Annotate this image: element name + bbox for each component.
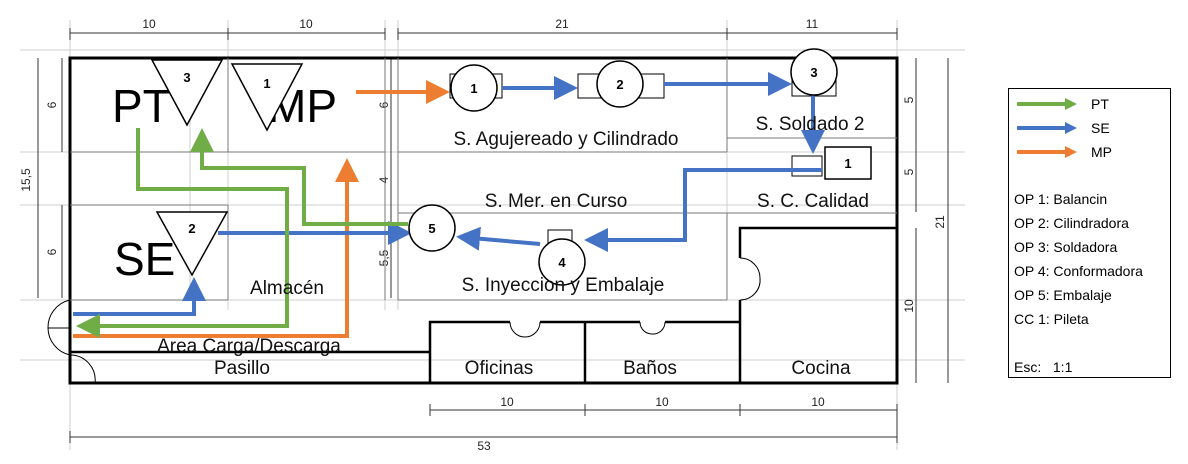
dim-bottom-total: 53 (477, 439, 491, 453)
dim-mid-4: 4 (377, 176, 391, 183)
storage-se-number: 2 (188, 221, 195, 236)
legend-item: OP 5: Embalaje (1014, 287, 1112, 303)
room-mer-curso: S. Mer. en Curso (485, 191, 628, 212)
floor-plan: 10 10 21 11 15,5 6 6 6 4 5,5 5 5 10 21 1… (19, 17, 965, 453)
cc1-number: 1 (844, 156, 851, 171)
machine-boxes (449, 71, 872, 245)
storage-mp-number: 1 (263, 76, 270, 91)
dim-top-pt: 10 (142, 17, 156, 31)
dim-right-5a: 5 (902, 96, 916, 103)
orange-arrow-icon (1017, 146, 1077, 158)
dim-left-se: 6 (45, 248, 59, 255)
dim-top-mp: 10 (299, 17, 313, 31)
storage-triangles (150, 59, 304, 277)
green-arrow-icon (1017, 98, 1077, 110)
room-se: SE (114, 233, 175, 285)
room-carga: Area Carga/Descarga (157, 336, 341, 357)
dim-left-total: 15,5 (19, 168, 33, 192)
legend-scale: Esc: 1:1 (1014, 359, 1073, 375)
legend-item: OP 3: Soldadora (1014, 239, 1118, 255)
op4-number: 4 (558, 255, 566, 270)
storage-pt-number: 3 (183, 70, 190, 85)
dim-right-total: 21 (933, 215, 947, 229)
dim-bottom-cocina: 10 (811, 395, 825, 409)
dim-bottom-oficinas: 10 (500, 395, 514, 409)
flow-arrows (73, 72, 825, 338)
op5-number: 5 (428, 221, 435, 236)
legend-item: CC 1: Pileta (1014, 311, 1089, 327)
legend-item: OP 4: Conformadora (1014, 263, 1143, 279)
room-soldado: S. Soldado 2 (756, 114, 865, 135)
legend-flow-label: SE (1091, 120, 1110, 136)
legend-flow-mp: MP (1015, 143, 1112, 161)
op3-number: 3 (810, 65, 817, 80)
room-oficinas: Oficinas (465, 358, 534, 379)
legend-box: PT SE MP OP 1: Balancin OP 2: Cilindrado… (1008, 88, 1171, 378)
dim-bottom-banos: 10 (655, 395, 669, 409)
room-agujereado: S. Agujereado y Cilindrado (454, 129, 679, 150)
room-calidad: S. C. Calidad (757, 191, 869, 212)
dim-right-10: 10 (902, 299, 916, 313)
room-inyeccion: S. Inyeccion y Embalaje (462, 275, 665, 296)
dim-mid-55: 5,5 (377, 249, 391, 266)
legend-item: OP 2: Cilindradora (1014, 215, 1129, 231)
op2-number: 2 (616, 77, 623, 92)
legend-flow-pt: PT (1015, 95, 1109, 113)
dim-top-agujereado: 21 (555, 17, 569, 31)
op1-number: 1 (470, 81, 477, 96)
walls (68, 56, 899, 385)
room-pt: PT (112, 80, 171, 132)
blue-arrow-icon (1017, 122, 1077, 134)
dim-top-soldado: 11 (806, 17, 819, 31)
doors (47, 257, 761, 384)
dim-right-5b: 5 (902, 168, 916, 175)
room-almacen: Almacén (250, 278, 324, 299)
dim-mid-6: 6 (377, 101, 391, 108)
room-banos: Baños (623, 358, 677, 379)
room-pasillo: Pasillo (214, 358, 270, 379)
legend-flow-label: PT (1091, 96, 1109, 112)
legend-item: OP 1: Balancin (1014, 191, 1108, 207)
dimension-lines (37, 28, 949, 443)
room-cocina: Cocina (791, 358, 851, 379)
operation-circles (408, 48, 838, 286)
legend-flow-se: SE (1015, 119, 1110, 137)
dim-left-pt: 6 (45, 101, 59, 108)
legend-flow-label: MP (1091, 144, 1112, 160)
